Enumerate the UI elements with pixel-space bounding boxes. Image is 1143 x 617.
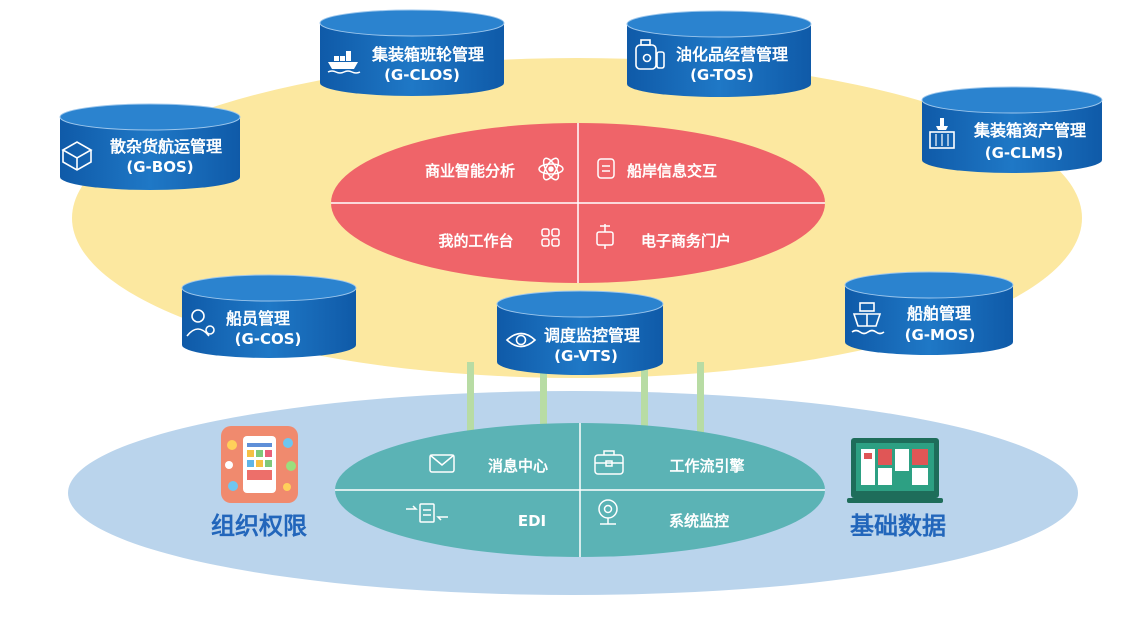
base-data-block[interactable]: 基础数据 xyxy=(847,438,946,540)
module-code: (G-CLOS) xyxy=(384,66,460,84)
core-item-bi-analysis[interactable]: 商业智能分析 xyxy=(425,162,515,180)
side-label-base-data: 基础数据 xyxy=(850,512,946,540)
data-exchange-icon xyxy=(406,503,448,523)
connector-line xyxy=(467,362,474,457)
module-code: (G-COS) xyxy=(235,330,302,348)
oil-can-icon xyxy=(635,39,665,70)
module-vts[interactable]: 调度监控管理 (G-VTS) xyxy=(496,290,664,375)
module-tos[interactable]: 油化品经营管理 (G-TOS) xyxy=(626,10,812,97)
box-icon xyxy=(61,141,93,171)
apps-tablet-icon xyxy=(221,426,298,503)
connectors xyxy=(467,362,704,457)
base-item-message-center[interactable]: 消息中心 xyxy=(488,457,548,475)
crew-icon xyxy=(186,309,215,337)
base-item-edi[interactable]: EDI xyxy=(518,512,546,530)
eye-icon xyxy=(505,332,537,348)
core-item-ship-shore[interactable]: 船岸信息交互 xyxy=(627,162,717,180)
module-mos[interactable]: 船舶管理 (G-MOS) xyxy=(844,271,1014,355)
webcam-icon xyxy=(598,499,618,525)
module-name: 散杂货航运管理 xyxy=(110,137,222,156)
module-code: (G-CLMS) xyxy=(985,144,1064,162)
module-name: 船员管理 xyxy=(226,309,290,328)
core-item-ecommerce[interactable]: 电子商务门户 xyxy=(641,232,731,250)
module-clms[interactable]: 集装箱资产管理 (G-CLMS) xyxy=(921,86,1103,173)
clipboard-icon xyxy=(597,158,615,179)
portal-icon xyxy=(596,224,614,249)
module-name: 集装箱班轮管理 xyxy=(371,45,484,64)
connector-line xyxy=(540,365,547,445)
org-permission-block[interactable]: 组织权限 xyxy=(211,426,307,540)
module-code: (G-VTS) xyxy=(554,347,618,365)
core-ellipse: 商业智能分析 船岸信息交互 我的工作台 电子商务门户 xyxy=(331,123,825,283)
ship-cargo-icon xyxy=(327,51,361,74)
module-name: 油化品经营管理 xyxy=(676,45,788,64)
briefcase-icon xyxy=(594,450,624,475)
side-label-org-permission: 组织权限 xyxy=(211,512,307,540)
monitor-icon xyxy=(847,438,943,503)
module-bos[interactable]: 散杂货航运管理 (G-BOS) xyxy=(59,103,241,190)
crane-container-icon xyxy=(929,118,955,149)
atom-icon xyxy=(538,157,564,181)
ship-icon xyxy=(851,302,885,335)
module-name: 集装箱资产管理 xyxy=(973,121,1086,140)
base-core-ellipse: 消息中心 工作流引擎 EDI 系统监控 xyxy=(335,423,825,557)
module-code: (G-MOS) xyxy=(905,326,976,344)
base-item-workflow-engine[interactable]: 工作流引擎 xyxy=(669,457,744,475)
module-cos[interactable]: 船员管理 (G-COS) xyxy=(181,274,357,358)
module-clos[interactable]: 集装箱班轮管理 (G-CLOS) xyxy=(319,9,505,96)
apps-grid-icon xyxy=(541,228,560,247)
module-name: 船舶管理 xyxy=(907,304,971,323)
module-code: (G-TOS) xyxy=(690,66,754,84)
base-item-system-monitor[interactable]: 系统监控 xyxy=(669,512,729,530)
connector-line xyxy=(697,362,704,447)
module-name: 调度监控管理 xyxy=(544,326,640,345)
mail-icon xyxy=(429,454,455,473)
module-code: (G-BOS) xyxy=(126,158,193,176)
connector-line xyxy=(641,365,648,455)
core-item-workbench[interactable]: 我的工作台 xyxy=(438,232,513,250)
